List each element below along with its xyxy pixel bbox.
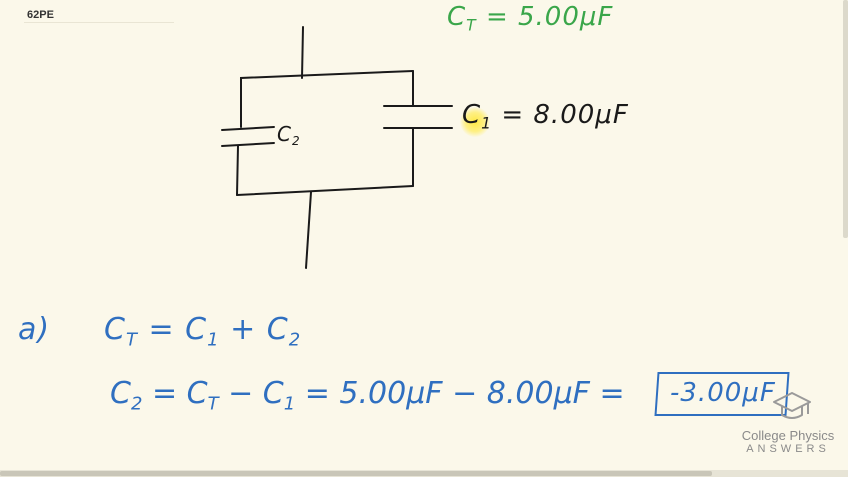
c2-subscript: 2 (291, 134, 301, 149)
horizontal-scrollbar-thumb[interactable] (0, 471, 712, 476)
left-branch-bottom-wire (236, 145, 239, 196)
eq1-rhs-subscript-1: 1 (207, 329, 220, 351)
part-a-label: a) (18, 312, 51, 347)
eq2-lhs: C (110, 376, 131, 411)
c1-symbol: C (462, 100, 482, 130)
eq2-c1-subscript: 1 (283, 393, 296, 415)
cursor-highlight (460, 107, 490, 137)
eq2-ct-subscript: T (207, 393, 219, 415)
equation-line-1: CT = C1 + C2 (104, 312, 301, 350)
logo-title: College Physics (741, 428, 835, 443)
eq2-ct: = C (151, 376, 208, 411)
given-ct-value: = 5.00μF (485, 2, 614, 32)
c1-subscript: 1 (481, 114, 493, 133)
eq1-lhs: C (104, 312, 126, 347)
college-physics-answers-logo: College Physics ANSWERS (738, 390, 838, 455)
eq1-plus: + C (230, 312, 289, 347)
eq1-rhs-subscript-2: 2 (288, 329, 302, 351)
equation-line-2: C2 = CT − C1 = 5.00μF − 8.00μF = (110, 376, 625, 414)
header-rule (24, 22, 174, 23)
top-lead-wire (301, 26, 304, 79)
c1-value: = 8.00μF (501, 100, 629, 130)
c2-plate-top (221, 126, 275, 131)
vertical-scrollbar[interactable] (843, 0, 848, 238)
top-rail-wire (240, 70, 414, 91)
logo-subtitle: ANSWERS (746, 443, 830, 455)
eq1-lhs-subscript: T (125, 329, 138, 351)
bottom-rail-wire (236, 185, 414, 196)
c2-symbol: C (277, 122, 292, 146)
given-ct-subscript: T (466, 16, 477, 35)
c2-label: C2 (277, 122, 301, 148)
eq2-substitution: = 5.00μF − 8.00μF = (304, 376, 625, 411)
eq1-rhs: = C (148, 312, 208, 347)
bottom-lead-wire (305, 191, 312, 269)
eq2-c1: − C (228, 376, 284, 411)
answer-value: -3.00μF (670, 378, 776, 408)
c2-plate-bottom (221, 142, 275, 147)
given-ct: CT = 5.00μF (447, 2, 613, 34)
problem-tag: 62PE (27, 9, 54, 21)
c1-label: C1 = 8.00μF (462, 100, 629, 132)
eq2-lhs-subscript: 2 (130, 393, 143, 415)
given-ct-symbol: C (447, 2, 467, 32)
graduation-cap-icon (773, 392, 811, 419)
